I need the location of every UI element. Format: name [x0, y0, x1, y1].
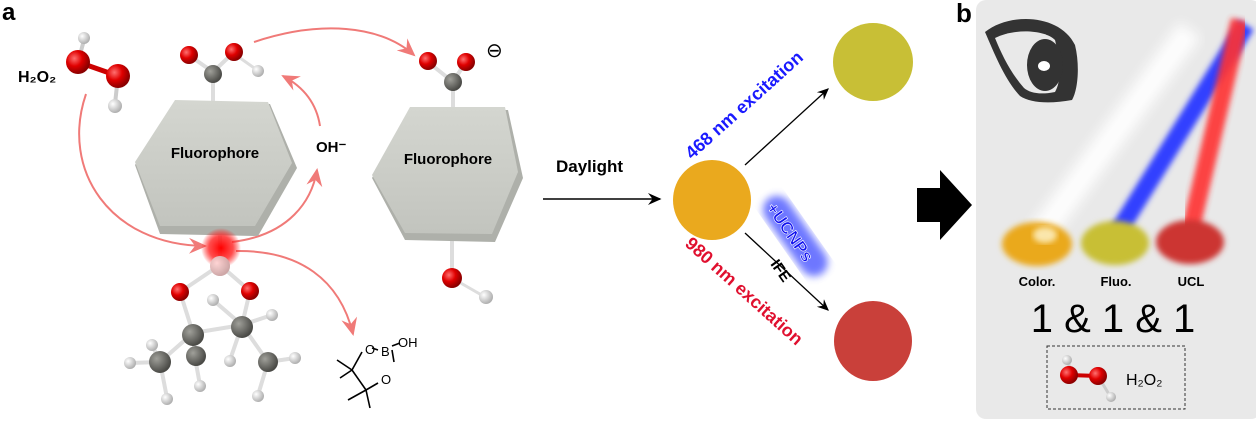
pinacol-boronate-molecule: [124, 228, 301, 405]
deprotonation-arrow: [281, 75, 321, 127]
negative-charge-symbol: ⊖: [486, 40, 503, 62]
fluorescence-yellow-circle: [833, 23, 913, 101]
byproduct-oh: OH: [398, 335, 418, 350]
h2o2-label: H₂O₂: [18, 69, 56, 86]
ratio-text: 1 & 1 & 1: [1031, 297, 1196, 341]
panel-b-label: b: [956, 0, 972, 28]
byproduct-o1: O: [365, 342, 375, 357]
carboxylate-arrow: [253, 27, 416, 57]
h2o2-attack-arrow: [78, 93, 207, 254]
eye-icon: [985, 18, 1078, 103]
excitation-980-arrow: [744, 232, 829, 311]
panel-b-background: [976, 0, 1256, 419]
analyte-label: H₂O₂: [1126, 372, 1162, 389]
signal-beams: [1029, 17, 1254, 243]
fluorophore-2-label: Fluorophore: [404, 151, 492, 168]
ucl-blob: [1156, 220, 1224, 264]
h2o2-molecule-small: [1060, 355, 1116, 402]
panel-a-label: a: [2, 0, 16, 26]
fluorescence-blob: [1081, 221, 1149, 265]
analyte-box: [1046, 345, 1186, 410]
reaction-arrows: [78, 27, 416, 336]
mode-label-ucl: UCL: [1178, 274, 1205, 289]
hydroxide-release-arrow: [231, 168, 323, 243]
excitation-980-label: 980 nm excitation: [681, 233, 807, 349]
big-right-arrow: [917, 170, 972, 240]
boronate-leaving-arrow: [235, 249, 358, 336]
pinacol-borate-byproduct: O B OH O: [336, 335, 418, 409]
fluorophore-1: Fluorophore: [135, 43, 297, 236]
colorimetric-orange-circle: [673, 160, 751, 240]
daylight-label: Daylight: [556, 157, 623, 176]
fluorophore-2: Fluorophore: [372, 52, 523, 304]
hydroxide-label: OH⁻: [316, 139, 347, 156]
colorimetric-blob: [1002, 222, 1072, 266]
reaction-site-glow: [201, 228, 241, 268]
mode-label-fluo: Fluo.: [1100, 274, 1131, 289]
h2o2-molecule: [66, 32, 130, 113]
excitation-468-arrow: [744, 88, 829, 166]
ucl-red-circle: [834, 301, 912, 381]
fluorophore-1-label: Fluorophore: [171, 145, 259, 162]
byproduct-o2: O: [381, 372, 391, 387]
excitation-468-label: 468 nm excitation: [681, 47, 807, 163]
byproduct-b: B: [381, 344, 390, 359]
mode-label-color: Color.: [1019, 274, 1056, 289]
ife-label: IFE: [767, 257, 794, 286]
